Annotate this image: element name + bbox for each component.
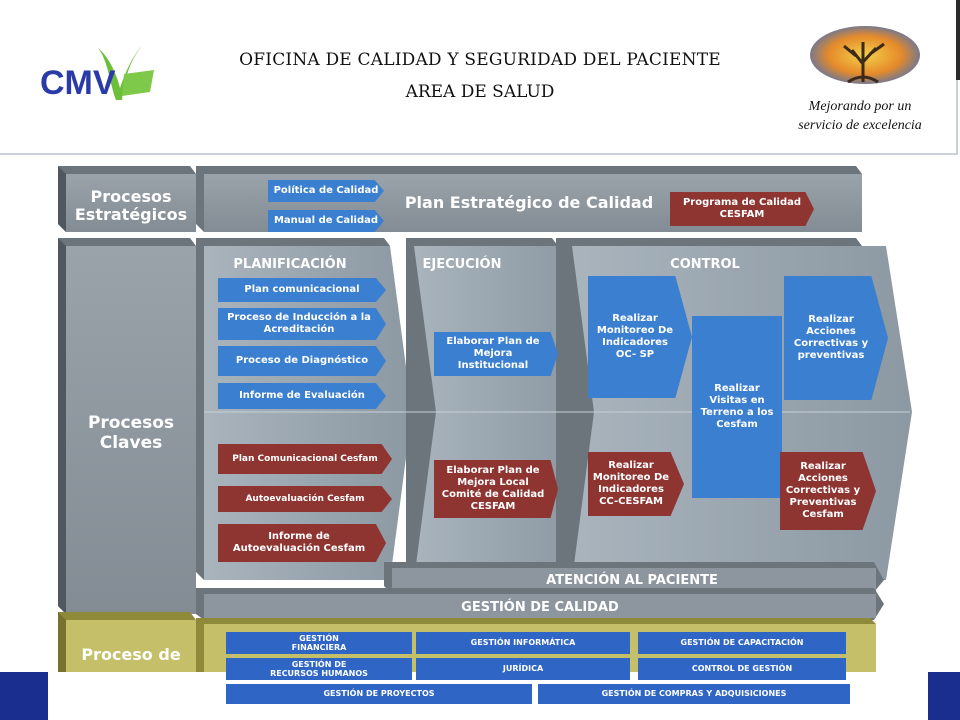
label-line: Estratégicos [74, 205, 188, 225]
footer-bar-right [928, 672, 960, 720]
cell-line: GESTIÓN [299, 633, 339, 643]
proceso-induccion-box: Proceso de Inducción a la Acreditación [218, 308, 386, 340]
header-divider [0, 153, 958, 155]
support-control-gestion: CONTROL DE GESTIÓN [638, 658, 846, 680]
support-gestion-compras: GESTIÓN DE COMPRAS Y ADQUISICIONES [538, 684, 850, 704]
plan-estrategico-title: Plan Estratégico de Calidad [404, 193, 654, 212]
label-proceso-soporte: Proceso de Soporte [66, 642, 196, 693]
slogan-line-1: Mejorando por un [808, 99, 912, 114]
label-line: Proceso de [81, 645, 181, 664]
logo-text: CMV [40, 64, 116, 102]
cell-line: GESTIÓN DE [291, 659, 347, 669]
area-title: AREA DE SALUD [405, 82, 555, 102]
acciones-correctivas-box: Realizar Acciones Correctivas y preventi… [784, 276, 888, 400]
left-column [58, 166, 196, 672]
proceso-diagnostico-box: Proceso de Diagnóstico [218, 346, 386, 376]
header: CMV OFICINA DE CALIDAD Y SEGURIDAD DEL P… [0, 0, 960, 155]
support-gestion-capacitacion: GESTIÓN DE CAPACITACIÓN [638, 632, 846, 654]
label-line: Procesos [87, 413, 175, 433]
informe-evaluacion-box: Informe de Evaluación [218, 383, 386, 409]
box-line: CESFAM [719, 209, 765, 220]
monitoreo-cc-box: Realizar Monitoreo De Indicadores CC-CES… [588, 452, 684, 516]
header-edge [956, 0, 960, 80]
plan-comunicacional-box: Plan comunicacional [218, 278, 386, 302]
visitas-terreno-box: Realizar Visitas en Terreno a los Cesfam [692, 316, 782, 498]
ejecucion-title: EJECUCIÓN [422, 257, 502, 272]
footer-bar-left [0, 672, 48, 720]
label-line: Claves [99, 432, 163, 453]
politica-calidad-box: Política de Calidad [268, 180, 384, 202]
planificacion-title: PLANIFICACIÓN [233, 257, 347, 272]
atencion-paciente-band: ATENCIÓN AL PACIENTE [546, 573, 718, 588]
plan-mejora-local-box: Elaborar Plan de Mejora Local Comité de … [434, 460, 558, 518]
plan-mejora-institucional-box: Elaborar Plan de Mejora Institucional [434, 332, 558, 376]
label-procesos-claves: Procesos Claves [66, 413, 196, 453]
support-recursos-humanos: GESTIÓN DE RECURSOS HUMANOS [226, 658, 412, 680]
informe-autoevaluacion-box: Informe de Autoevaluación Cesfam [218, 524, 386, 562]
programa-calidad-box: Programa de Calidad CESFAM [670, 192, 814, 226]
tree-emblem-icon [810, 26, 920, 84]
support-juridica: JURÍDICA [416, 658, 630, 680]
box-line: Programa de Calidad [682, 197, 802, 208]
plan-comunicacional-cesfam-box: Plan Comunicacional Cesfam [218, 444, 392, 474]
office-title: OFICINA DE CALIDAD Y SEGURIDAD DEL PACIE… [239, 50, 721, 70]
label-line: Soporte [95, 670, 167, 690]
autoevaluacion-cesfam-box: Autoevaluación Cesfam [218, 486, 392, 512]
acciones-correctivas-cesfam-box: Realizar Acciones Correctivas y Preventi… [780, 452, 876, 530]
label-procesos-estrategicos: Procesos Estratégicos [66, 187, 196, 225]
support-gestion-financiera: GESTIÓN FINANCIERA [226, 632, 412, 654]
manual-calidad-box: Manual de Calidad [268, 210, 384, 232]
label-line: Procesos [90, 187, 172, 206]
cell-line: FINANCIERA [291, 643, 347, 652]
gestion-calidad-band: GESTIÓN DE CALIDAD [461, 600, 619, 615]
slogan-line-2: servicio de excelencia [798, 118, 922, 133]
control-title: CONTROL [670, 257, 740, 272]
cmv-logo: CMV [40, 46, 154, 102]
cell-line: RECURSOS HUMANOS [270, 669, 368, 678]
support-gestion-proyectos: GESTIÓN DE PROYECTOS [226, 684, 532, 704]
monitoreo-oc-box: Realizar Monitoreo De Indicadores OC- SP [588, 276, 692, 398]
support-gestion-informatica: GESTIÓN INFORMÁTICA [416, 632, 630, 654]
